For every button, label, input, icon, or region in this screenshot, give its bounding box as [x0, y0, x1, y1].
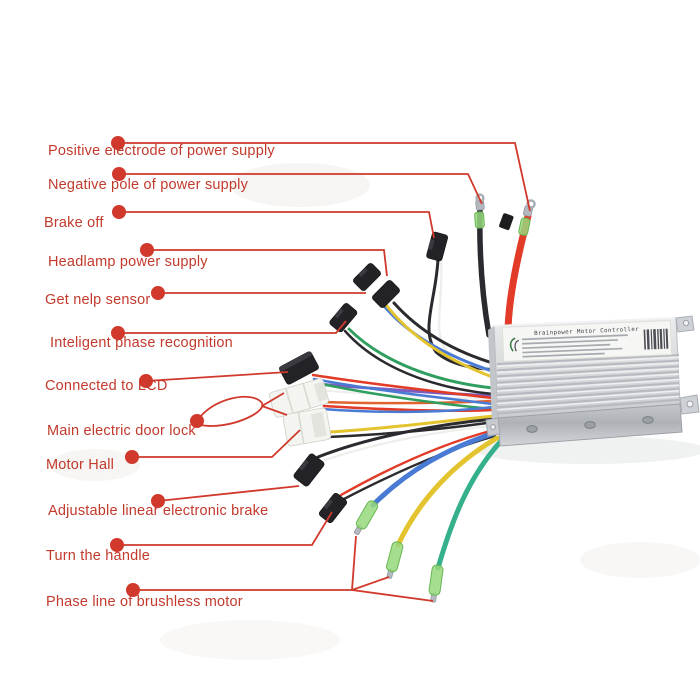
mounting-ears [485, 315, 700, 437]
lcd-connector [279, 351, 319, 385]
callout-motor-hall [125, 429, 301, 464]
positive-terminal [499, 199, 536, 236]
front-screws [526, 416, 654, 433]
label-door-lock: Main electric door lock [47, 423, 196, 439]
door-lock-white-connector [269, 378, 329, 418]
label-negative: Negative pole of power supply [48, 177, 249, 193]
phase-recognition-connector [329, 303, 358, 333]
callout-throttle [110, 511, 333, 552]
callout-get-help [151, 286, 366, 300]
box-left-face [488, 326, 498, 424]
callouts [110, 136, 531, 602]
controller-label-title: Brainpower Motor Controller [534, 327, 639, 337]
heatsink-fins [496, 354, 680, 415]
callout-positive [111, 136, 531, 212]
callout-lcd [139, 371, 289, 388]
controller-box: Brainpower Motor Controller [485, 315, 700, 447]
inline-fuse-block [499, 213, 514, 231]
label-get-help: Get nelp sensor [45, 292, 151, 308]
phase-bullet-yellow [386, 541, 404, 579]
label-phase-line: Phase line of brushless motor [46, 594, 243, 610]
brand-logo [509, 337, 519, 352]
callout-phase-recognition [111, 320, 347, 340]
phase-bullet-green [428, 564, 444, 603]
brake-off-connector [426, 231, 448, 262]
controller-label-lines [521, 334, 628, 358]
controller-barcode [643, 328, 669, 350]
linear-brake-connector [293, 453, 325, 487]
label-brake-off: Brake off [44, 215, 104, 231]
callout-linear-brake [151, 485, 300, 508]
label-headlamp: Headlamp power supply [48, 254, 208, 270]
callout-door-lock [190, 392, 288, 428]
wire-harness [310, 203, 532, 571]
callout-headlamp [140, 243, 388, 277]
callout-phase-line [126, 535, 434, 602]
label-phase-recognition: Inteligent phase recognition [50, 335, 233, 351]
headlamp-connector-pair [353, 263, 400, 308]
phase-bullet-blue [354, 500, 379, 536]
connectors [269, 193, 536, 603]
motor-hall-white-connector [282, 407, 332, 447]
label-lcd: Connected to LCD [45, 378, 168, 394]
label-throttle: Turn the handle [46, 548, 151, 564]
callout-negative [112, 167, 483, 205]
throttle-connector [318, 492, 348, 524]
controller-label: Brainpower Motor Controller [501, 320, 673, 362]
label-motor-hall: Motor Hall [46, 457, 115, 473]
callout-brake-off [112, 205, 435, 239]
label-linear-brake: Adjustable linear electronic brake [48, 503, 269, 519]
label-positive: Positive electrode of power supply [48, 143, 275, 159]
